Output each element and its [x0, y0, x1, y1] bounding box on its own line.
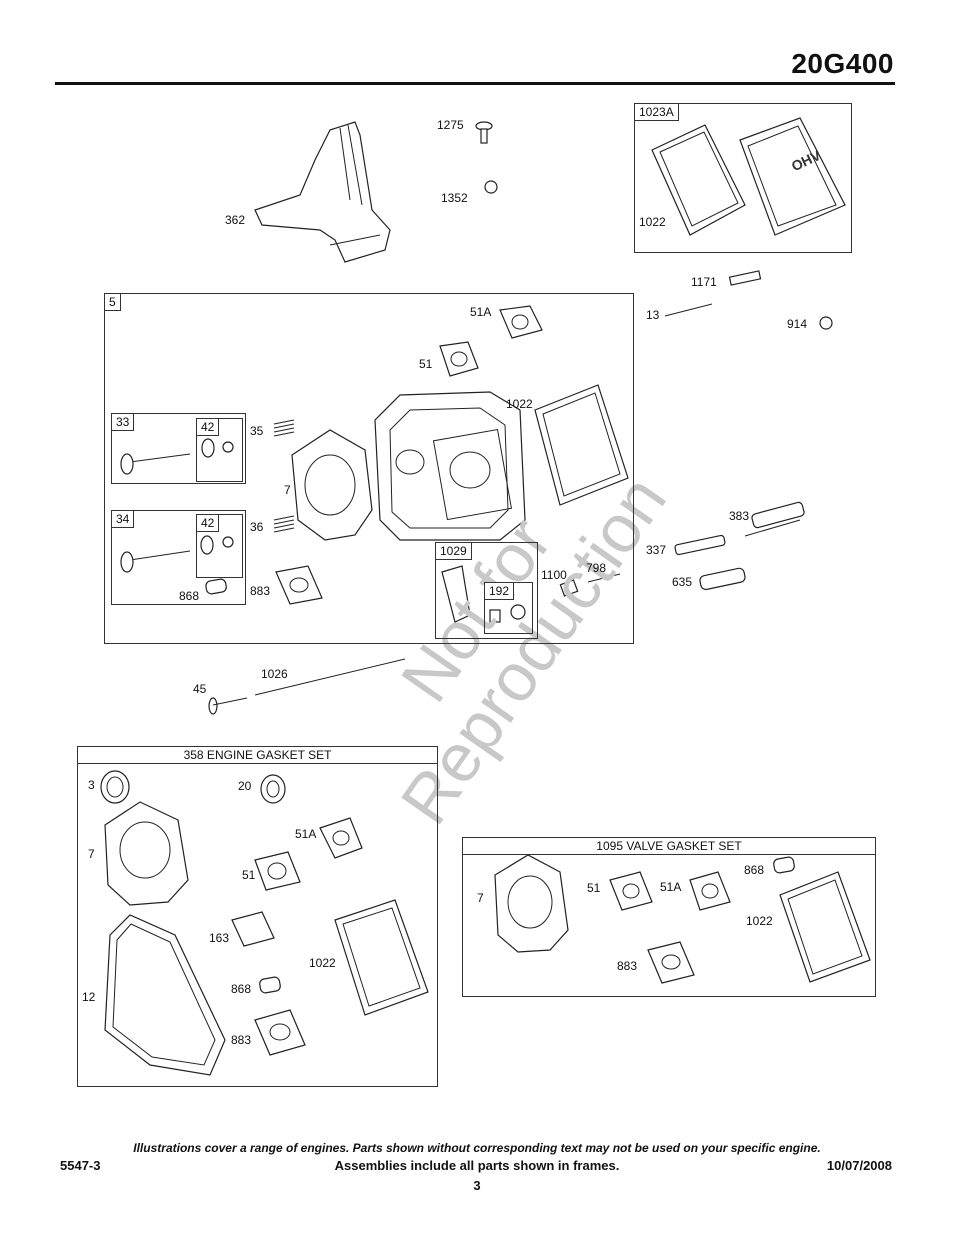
part-label-13: 13: [646, 308, 660, 322]
frame-1029: 1029: [435, 542, 538, 639]
frame-1023A-tag: 1023A: [634, 103, 679, 121]
part-label-1275: 1275: [437, 118, 464, 132]
frame-42-a-tag: 42: [196, 418, 220, 436]
part-label-362: 362: [225, 213, 246, 227]
part-label-51A-a: 51A: [470, 305, 492, 319]
frame-engine-gasket-set: 358 ENGINE GASKET SET: [77, 746, 438, 1087]
part-label-337: 337: [646, 543, 667, 557]
part-label-1022-a: 1022: [506, 397, 533, 411]
part-label-3: 3: [88, 778, 95, 792]
part-label-914: 914: [787, 317, 808, 331]
part-label-1352: 1352: [441, 191, 468, 205]
part-label-1100: 1100: [541, 568, 567, 582]
part-label-1022-b: 1022: [309, 956, 336, 970]
part-label-7-c: 7: [477, 891, 484, 905]
frame-1023A: 1023A: [634, 103, 852, 253]
footer-assemblies-note: Assemblies include all parts shown in fr…: [334, 1158, 620, 1173]
model-title: 20G400: [791, 48, 894, 79]
frame-33: 33: [111, 413, 246, 484]
nut-part: [484, 180, 498, 194]
part-label-635: 635: [672, 575, 693, 589]
frame-34-tag: 34: [111, 510, 135, 528]
part-label-12: 12: [82, 990, 96, 1004]
part-label-868-a: 868: [179, 589, 200, 603]
part-label-883-c: 883: [617, 959, 638, 973]
footer-disclaimer: Illustrations cover a range of engines. …: [133, 1141, 821, 1155]
frame-42-b: 42: [196, 514, 243, 578]
frame-192: 192: [484, 582, 533, 634]
screw-part: [475, 121, 493, 144]
header-rule: [55, 82, 895, 85]
part-label-51-a: 51: [419, 357, 433, 371]
part-label-51A-b: 51A: [295, 827, 317, 841]
engine-gasket-set-title: 358 ENGINE GASKET SET: [78, 747, 437, 764]
part-label-1022-c: 1022: [746, 914, 773, 928]
part-label-798: 798: [586, 561, 607, 575]
part-label-383: 383: [729, 509, 750, 523]
part-label-1171: 1171: [691, 275, 717, 289]
nut-914-part: [819, 316, 833, 330]
part-label-7-b: 7: [88, 847, 95, 861]
valve-cover-part: OHV: [651, 117, 846, 236]
part-label-868-b: 868: [231, 982, 252, 996]
part-label-1026: 1026: [261, 667, 288, 681]
part-label-35: 35: [250, 424, 264, 438]
frame-1029-tag: 1029: [435, 542, 472, 560]
bolt-part: [664, 303, 713, 317]
part-label-883-b: 883: [231, 1033, 252, 1047]
part-label-883-a: 883: [250, 584, 271, 598]
cylinder-head-part: [374, 391, 526, 541]
frame-5-tag: 5: [104, 293, 121, 311]
frame-192-tag: 192: [484, 582, 515, 600]
valve-gasket-set-title: 1095 VALVE GASKET SET: [463, 838, 875, 855]
frame-34: 34: [111, 510, 246, 605]
frame-42-a: 42: [196, 418, 243, 482]
frame-42-b-tag: 42: [196, 514, 220, 532]
part-label-45: 45: [193, 682, 207, 696]
part-label-7-a: 7: [284, 483, 291, 497]
part-label-1022-top: 1022: [639, 215, 666, 229]
footer-date: 10/07/2008: [826, 1158, 892, 1173]
part-label-20: 20: [238, 779, 252, 793]
part-label-36: 36: [250, 520, 264, 534]
part-label-51A-c: 51A: [660, 880, 682, 894]
stud-part: [728, 270, 762, 286]
frame-5: 5: [104, 293, 634, 644]
part-label-51-c: 51: [587, 881, 601, 895]
part-label-868-c: 868: [744, 863, 765, 877]
frame-33-tag: 33: [111, 413, 135, 431]
frame-valve-gasket-set: 1095 VALVE GASKET SET: [462, 837, 876, 997]
deflector-part: [254, 121, 391, 263]
footer-doc-number: 5547-3: [60, 1158, 101, 1173]
part-label-163: 163: [209, 931, 230, 945]
footer-page-number: 3: [473, 1178, 481, 1193]
part-label-51-b: 51: [242, 868, 256, 882]
